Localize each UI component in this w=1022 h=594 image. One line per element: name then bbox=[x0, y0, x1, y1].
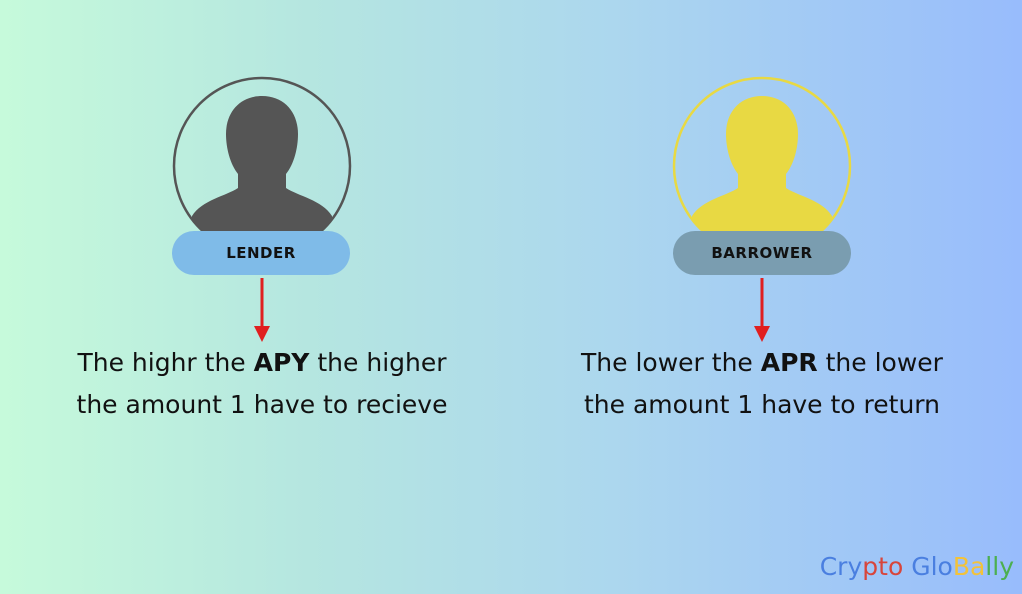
brand-letter: B bbox=[952, 552, 970, 581]
brand-letter: l bbox=[985, 552, 993, 581]
lender-down-arrow-icon bbox=[254, 278, 270, 342]
brand-letter bbox=[903, 552, 911, 581]
brand-letter: l bbox=[930, 552, 938, 581]
lender-badge: LENDER bbox=[172, 231, 350, 275]
brand-letter: r bbox=[837, 552, 848, 581]
brand-letter: y bbox=[999, 552, 1014, 581]
brand-letter: o bbox=[887, 552, 904, 581]
apy-term: APY bbox=[253, 348, 310, 377]
apr-term: APR bbox=[760, 348, 818, 377]
silhouette bbox=[192, 96, 332, 254]
brand-letter: o bbox=[937, 552, 953, 581]
brand-letter: l bbox=[992, 552, 1000, 581]
lender-avatar bbox=[172, 76, 352, 256]
brand-letter: G bbox=[911, 552, 931, 581]
brand-letter: y bbox=[847, 552, 863, 581]
person-silhouette-icon bbox=[172, 76, 352, 256]
brand-letter: C bbox=[819, 552, 838, 581]
brand-letter: a bbox=[969, 552, 986, 581]
brand-letter: p bbox=[862, 552, 879, 581]
borrower-down-arrow-icon bbox=[754, 278, 770, 342]
borrower-avatar bbox=[672, 76, 852, 256]
brand-letter: t bbox=[878, 552, 888, 581]
lender-caption: The highr the APY the higher the amount … bbox=[76, 348, 448, 419]
brand-logo: Crypto GloBally bbox=[820, 552, 1014, 581]
person-silhouette-icon bbox=[672, 76, 852, 256]
silhouette bbox=[692, 96, 832, 254]
borrower-badge: BARROWER bbox=[673, 231, 851, 275]
borrower-caption: The lower the APR the lower the amount 1… bbox=[581, 348, 943, 419]
